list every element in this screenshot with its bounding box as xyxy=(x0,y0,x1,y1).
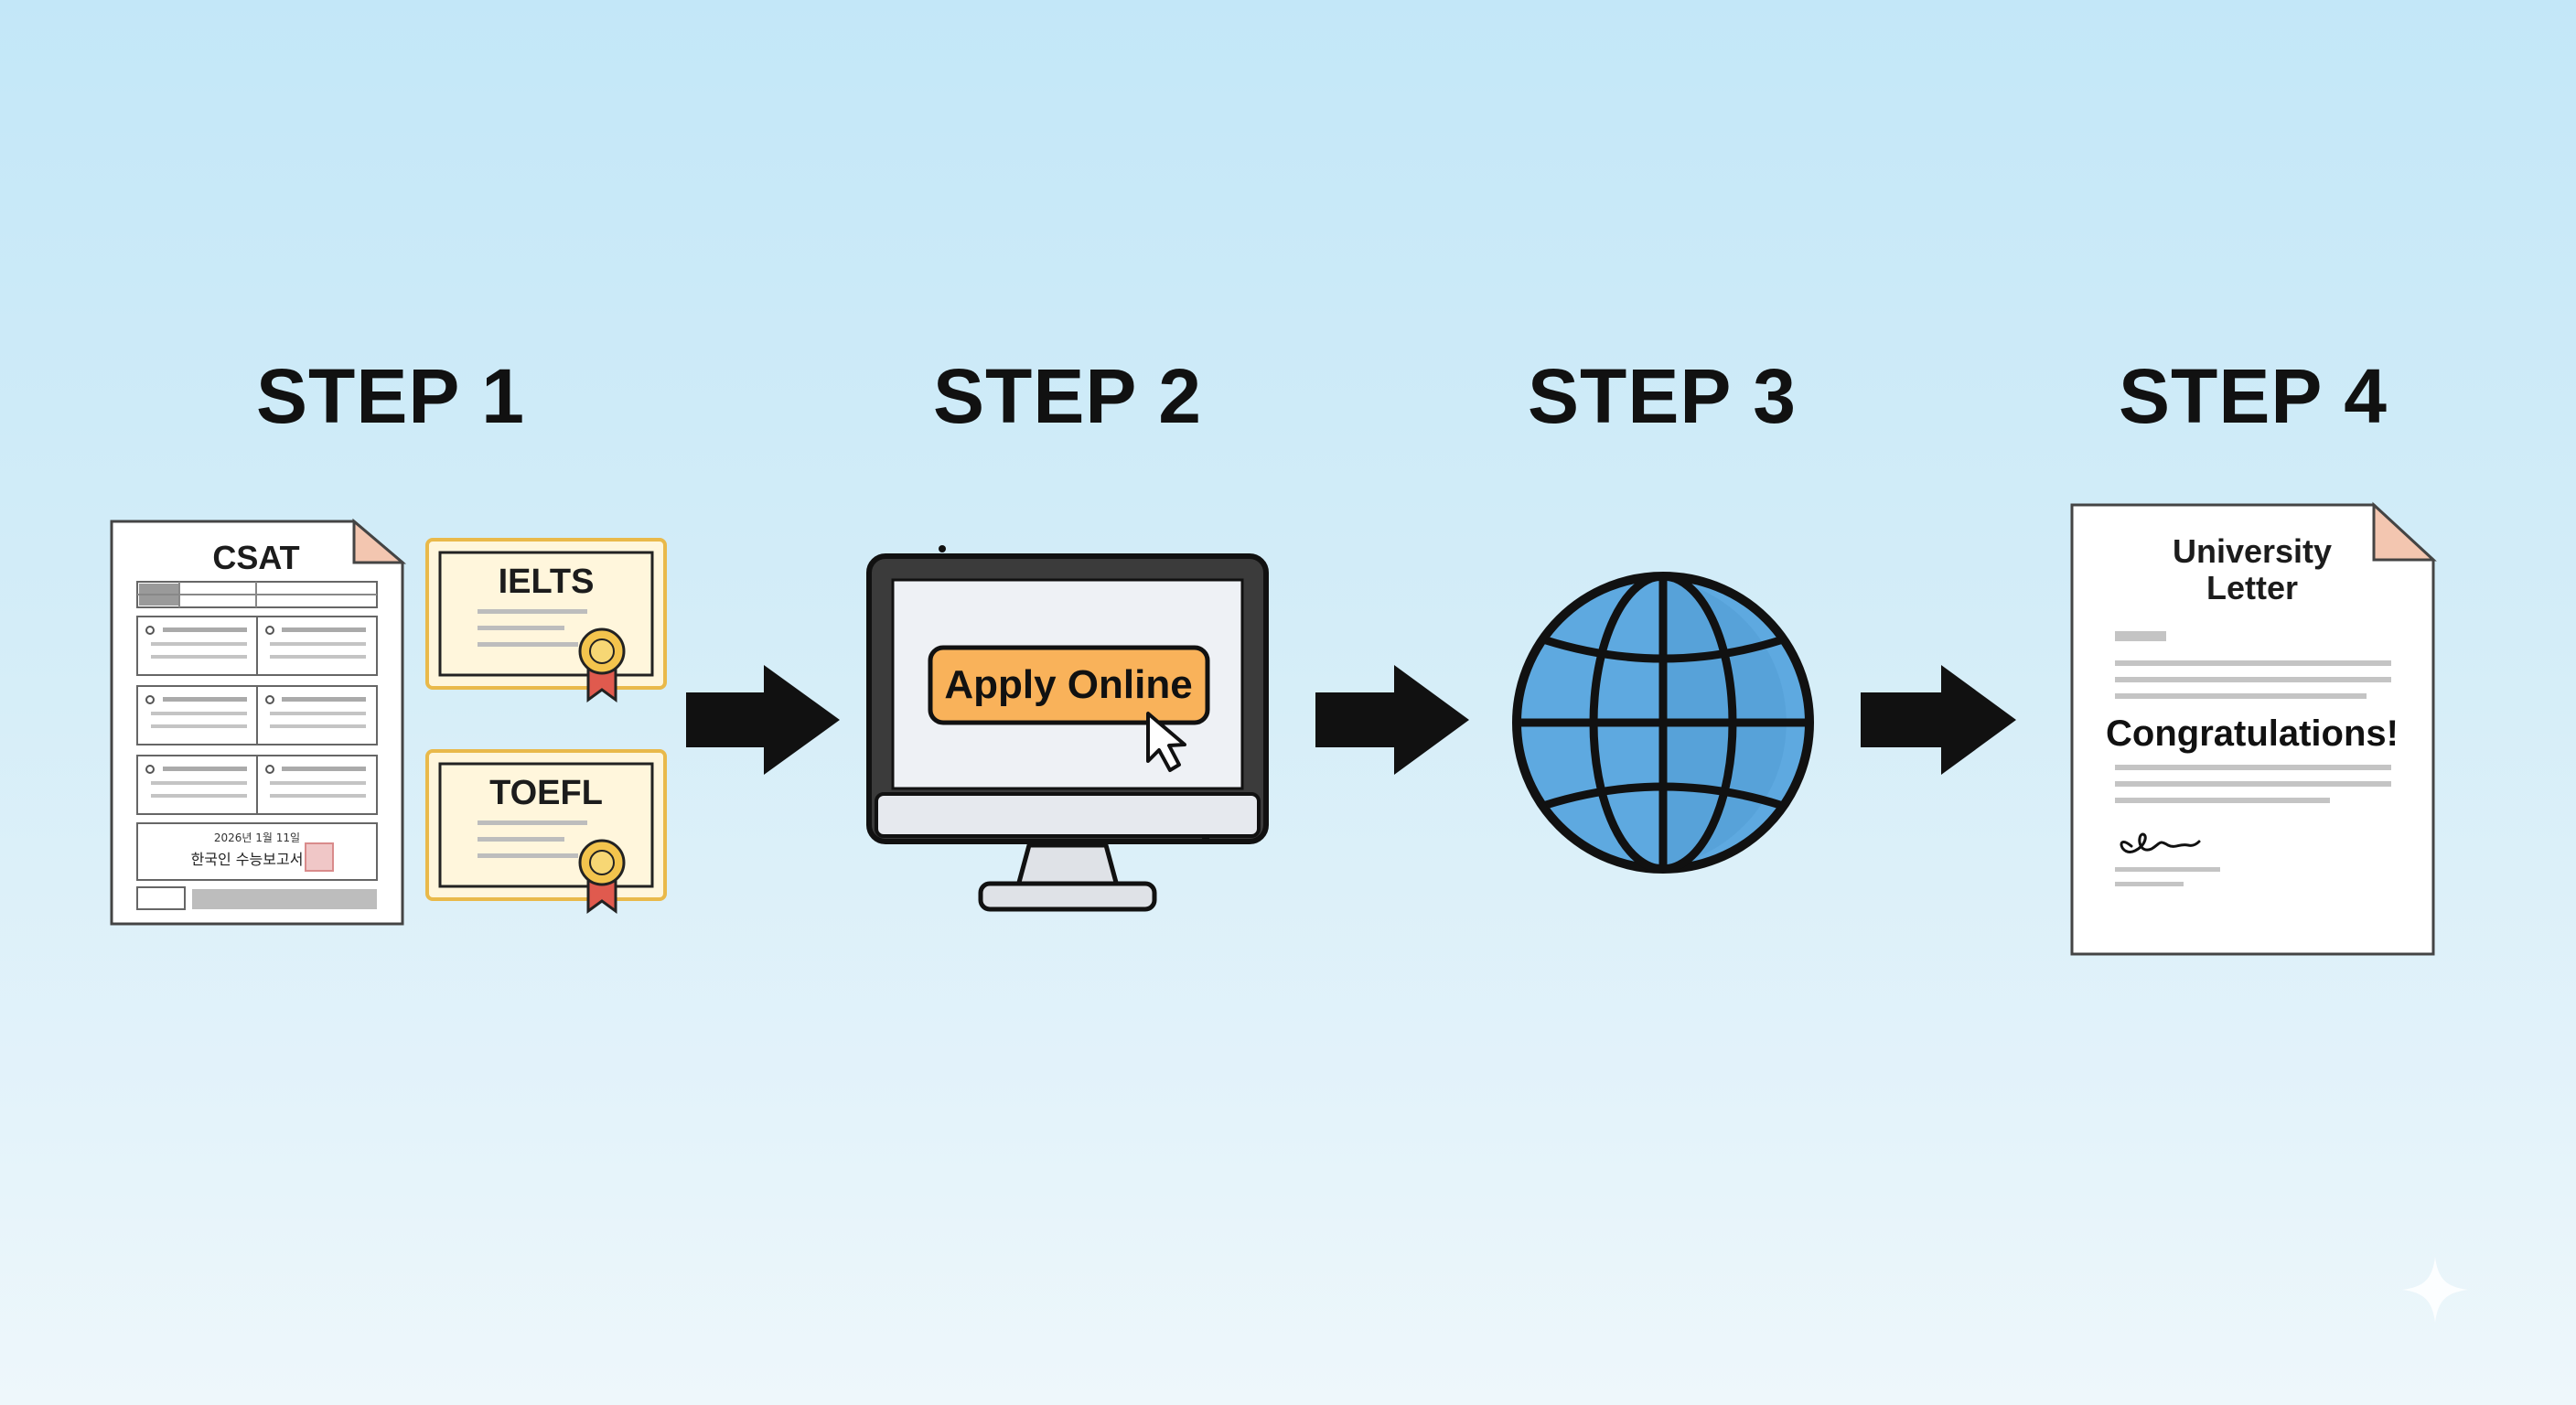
congratulations-text: Congratulations! xyxy=(2106,713,2399,754)
csat-score-row-2 xyxy=(136,685,378,745)
csat-footer-box: 2026년 1월 11일 한국인 수능보고서 xyxy=(136,822,378,881)
csat-score-row-3 xyxy=(136,755,378,815)
csat-date: 2026년 1월 11일 xyxy=(214,831,300,844)
computer-monitor-icon xyxy=(866,545,1269,912)
university-letter: University Letter Congratulations! xyxy=(2070,501,2437,956)
page-fold-icon xyxy=(2372,501,2437,562)
sparkle-icon xyxy=(2402,1257,2468,1323)
signature-icon xyxy=(2120,832,2201,853)
csat-document: CSAT xyxy=(110,518,407,926)
barcode-icon xyxy=(192,889,377,909)
csat-score-row-1 xyxy=(136,616,378,676)
step-2-title: STEP 2 xyxy=(933,353,1202,439)
arrow-right-icon xyxy=(1861,665,2016,775)
apply-online-label: Apply Online xyxy=(944,662,1192,707)
step-2-group: Apply Online xyxy=(866,545,1269,912)
step-3-title: STEP 3 xyxy=(1528,353,1797,439)
ielts-label: IELTS xyxy=(499,563,595,601)
cursor-arrow-icon xyxy=(1146,712,1186,772)
ielts-certificate: IELTS xyxy=(425,538,667,702)
toefl-label: TOEFL xyxy=(489,774,603,812)
step-1-group: CSAT xyxy=(110,518,667,926)
step-4-title: STEP 4 xyxy=(2119,353,2388,439)
csat-label: CSAT xyxy=(212,539,299,576)
csat-footer-text: 한국인 수능보고서 xyxy=(191,851,304,868)
award-ribbon-icon xyxy=(578,627,626,702)
letter-title-line-1: University xyxy=(2173,532,2332,570)
toefl-certificate: TOEFL xyxy=(425,749,667,914)
seal-stamp-icon xyxy=(305,842,334,872)
step-1-title: STEP 1 xyxy=(256,353,525,439)
award-ribbon-icon xyxy=(578,839,626,914)
page-fold-icon xyxy=(352,518,407,564)
arrow-right-icon xyxy=(686,665,840,775)
arrow-right-icon xyxy=(1315,665,1469,775)
apply-online-button[interactable]: Apply Online xyxy=(928,645,1210,725)
letter-title-line-2: Letter xyxy=(2206,569,2298,606)
globe-icon xyxy=(1512,572,1814,874)
